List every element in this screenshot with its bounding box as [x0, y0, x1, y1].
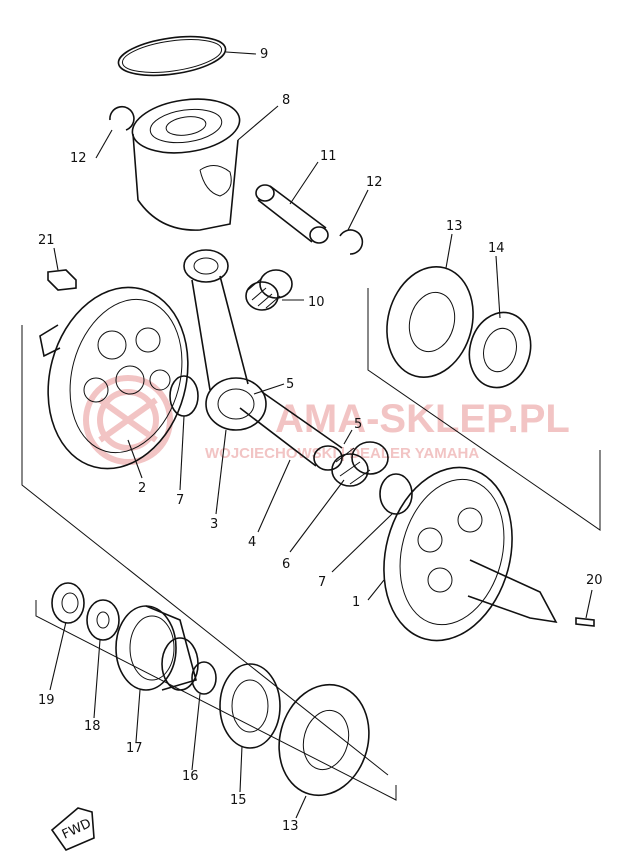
- shaft-key: [575, 617, 595, 627]
- oil-seal-bottom: [219, 663, 281, 749]
- label-3: 3: [210, 517, 218, 532]
- label-6: 6: [282, 557, 290, 572]
- watermark-sub-text: WOJCIECHOWSKI | DEALER YAMAHA: [205, 445, 479, 462]
- label-2: 2: [138, 481, 146, 496]
- piston-ring: [117, 35, 227, 77]
- piston: [131, 98, 241, 231]
- connecting-rod: [183, 249, 267, 431]
- label-17: 17: [126, 741, 143, 756]
- part-labels: 9 8 12 11 12 21 13 14 10 5 5 2 7 3 4 6 7…: [38, 47, 603, 834]
- label-5-upper: 5: [286, 377, 294, 392]
- circlip-right: [339, 229, 364, 255]
- big-end-bearing: [331, 441, 389, 487]
- label-7-left: 7: [176, 493, 184, 508]
- label-13-bottom: 13: [282, 819, 299, 834]
- main-bearing-bottom: [278, 683, 370, 797]
- washer: [86, 599, 120, 641]
- label-4: 4: [248, 535, 256, 550]
- o-ring: [191, 661, 217, 695]
- piston-pin: [255, 184, 329, 244]
- oil-seal-top: [468, 311, 532, 389]
- label-12-left: 12: [70, 151, 87, 166]
- watermark-main-text: AMA-SKLEP.PL: [275, 397, 570, 441]
- label-14: 14: [488, 241, 505, 256]
- woodruff-key: [47, 269, 77, 291]
- label-10: 10: [308, 295, 325, 310]
- fwd-label: FWD: [60, 816, 94, 842]
- label-8: 8: [282, 93, 290, 108]
- lock-nut: [51, 582, 85, 624]
- label-20: 20: [586, 573, 603, 588]
- label-13-top: 13: [446, 219, 463, 234]
- crank-pin: [239, 391, 343, 471]
- small-end-bearing: [245, 269, 293, 311]
- label-7-right: 7: [318, 575, 326, 590]
- label-21: 21: [38, 233, 55, 248]
- main-bearing-top: [386, 266, 474, 378]
- label-16: 16: [182, 769, 199, 784]
- label-12-right: 12: [366, 175, 383, 190]
- label-1: 1: [352, 595, 360, 610]
- primary-drive-gear: [115, 605, 199, 691]
- label-9: 9: [260, 47, 268, 62]
- thrust-washer-right: [379, 473, 413, 515]
- circlip-left: [109, 105, 135, 131]
- fwd-arrow-icon: FWD: [50, 807, 95, 851]
- label-11: 11: [320, 149, 337, 164]
- watermark-logo: [83, 375, 173, 465]
- crank-web-right: [383, 466, 558, 642]
- crank-web-left: [39, 286, 189, 470]
- label-18: 18: [84, 719, 101, 734]
- label-5-lower: 5: [354, 417, 362, 432]
- watermark: AMA-SKLEP.PL WOJCIECHOWSKI | DEALER YAMA…: [83, 375, 570, 465]
- label-15: 15: [230, 793, 247, 808]
- label-19: 19: [38, 693, 55, 708]
- leader-lines: [49, 51, 593, 819]
